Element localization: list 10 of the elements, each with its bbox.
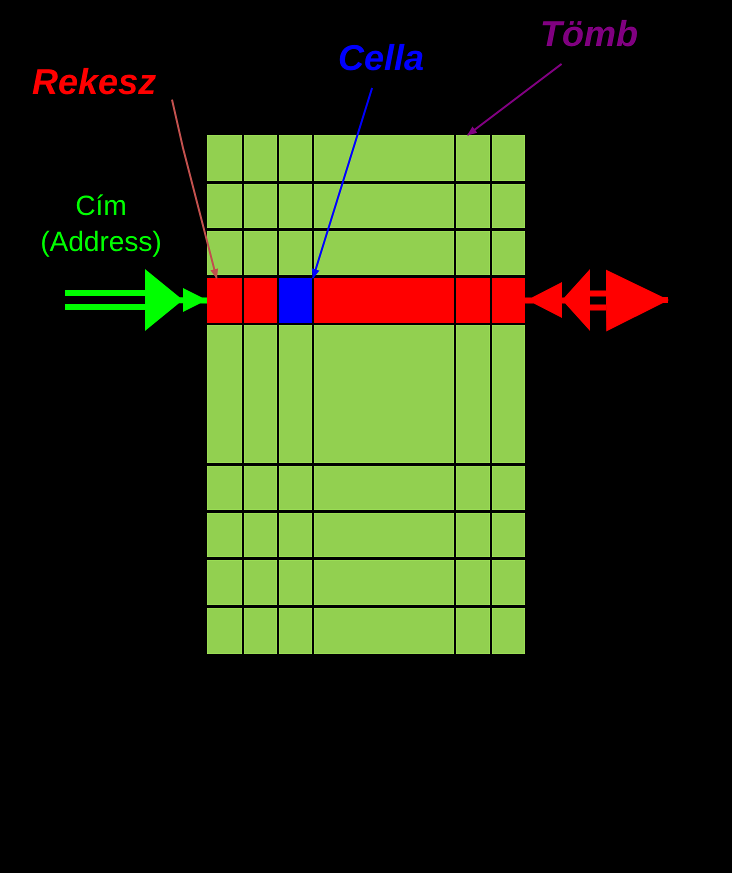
cell-label: Cella: [338, 36, 448, 80]
leader-line: [466, 63, 562, 136]
leader-line: [171, 99, 218, 279]
address-label: Cím (Address): [39, 189, 163, 259]
register-label: Rekesz: [32, 60, 172, 104]
array-label: Tömb: [540, 12, 660, 56]
memory-cell: [279, 278, 312, 323]
memory-array: [207, 135, 525, 654]
leader-line: [312, 88, 374, 279]
register-row: [207, 278, 525, 323]
